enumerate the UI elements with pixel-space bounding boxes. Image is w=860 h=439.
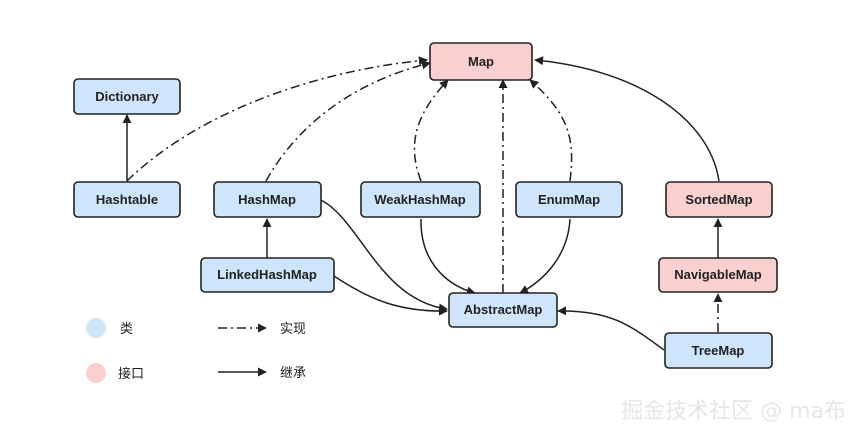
node-weakhashmap: WeakHashMap — [360, 181, 481, 218]
edge-treemap-extends-abstractmap — [557, 306, 665, 351]
legend-implements-label: 实现 — [280, 322, 306, 337]
edges-layer — [122, 56, 723, 351]
node-navigablemap: NavigableMap — [658, 257, 778, 293]
nodes-layer: Map Dictionary Hashtable HashMap WeakHas… — [73, 42, 778, 369]
node-enummap: EnumMap — [515, 181, 623, 218]
watermark: 掘金技术社区 @ ma布 — [621, 399, 846, 424]
node-treemap: TreeMap — [664, 332, 773, 369]
node-dictionary: Dictionary — [73, 78, 181, 115]
edge-enummap-implements-map — [529, 79, 573, 182]
node-hashmap-label: HashMap — [238, 192, 296, 207]
node-map-label: Map — [468, 54, 494, 69]
edge-hashmap-extends-abstractmap — [320, 199, 448, 313]
edge-enummap-extends-abstractmap — [519, 218, 571, 294]
node-map: Map — [429, 42, 533, 81]
edge-sortedmap-extends-map — [534, 56, 720, 182]
legend-extends-label: 继承 — [280, 366, 306, 381]
node-hashmap: HashMap — [213, 181, 322, 218]
node-dictionary-label: Dictionary — [95, 89, 159, 104]
node-abstractmap: AbstractMap — [448, 292, 558, 328]
legend: 类 接口 实现 继承 — [86, 318, 306, 383]
node-sortedmap-label: SortedMap — [685, 192, 752, 207]
node-navigablemap-label: NavigableMap — [674, 267, 761, 282]
legend-interface-label: 接口 — [118, 366, 144, 382]
node-sortedmap: SortedMap — [665, 181, 773, 218]
node-weakhashmap-label: WeakHashMap — [374, 192, 466, 207]
edge-weakhashmap-extends-abstractmap — [420, 218, 476, 296]
node-hashtable-label: Hashtable — [96, 192, 158, 207]
node-hashtable: Hashtable — [73, 181, 181, 218]
node-abstractmap-label: AbstractMap — [464, 302, 543, 317]
edge-hashtable-implements-map — [126, 56, 428, 182]
node-enummap-label: EnumMap — [538, 192, 600, 207]
legend-class-swatch — [86, 318, 106, 338]
edge-weakhashmap-implements-map — [413, 79, 449, 182]
node-treemap-label: TreeMap — [692, 343, 745, 358]
edge-linkedhashmap-extends-abstractmap — [333, 275, 448, 316]
node-linkedhashmap: LinkedHashMap — [200, 257, 335, 293]
legend-interface-swatch — [86, 363, 106, 383]
legend-class-label: 类 — [120, 322, 133, 337]
node-linkedhashmap-label: LinkedHashMap — [217, 267, 317, 282]
edge-hashmap-implements-map — [265, 60, 431, 182]
